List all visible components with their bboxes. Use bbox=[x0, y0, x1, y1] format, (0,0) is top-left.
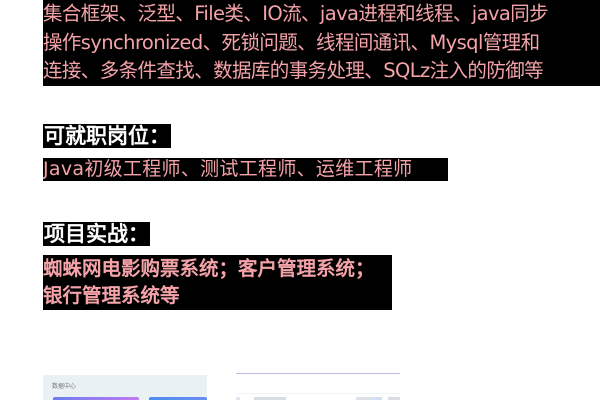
skills-line: 操作synchronized、死锁问题、线程间通讯、Mysql管理和 bbox=[43, 30, 540, 54]
header-divider bbox=[236, 373, 400, 374]
skills-description-block: 集合框架、泛型、File类、IO流、java进程和线程、java同步 操作syn… bbox=[43, 0, 600, 86]
table-screenshot-thumbnail[interactable] bbox=[236, 370, 400, 400]
data-center-thumbnail[interactable]: 数据中心 bbox=[43, 375, 207, 400]
projects-heading: 项目实战： bbox=[43, 222, 150, 246]
gradient-card bbox=[149, 397, 207, 400]
projects-line: 银行管理系统等 bbox=[43, 284, 180, 307]
projects-text-block: 蜘蛛网电影购票系统；客户管理系统； 银行管理系统等 bbox=[43, 255, 392, 310]
gradient-card bbox=[53, 397, 139, 400]
thumbnail-label: 数据中心 bbox=[52, 383, 77, 390]
jobs-text: Java初级工程师、测试工程师、运维工程师 bbox=[43, 158, 448, 181]
table-row bbox=[236, 397, 400, 400]
row-divider bbox=[236, 393, 400, 394]
skills-line: 集合框架、泛型、File类、IO流、java进程和线程、java同步 bbox=[43, 2, 549, 25]
projects-line: 蜘蛛网电影购票系统；客户管理系统； bbox=[43, 257, 375, 280]
skills-line: 连接、多条件查找、数据库的事务处理、SQLz注入的防御等 bbox=[43, 59, 544, 83]
jobs-heading: 可就职岗位： bbox=[43, 124, 171, 148]
